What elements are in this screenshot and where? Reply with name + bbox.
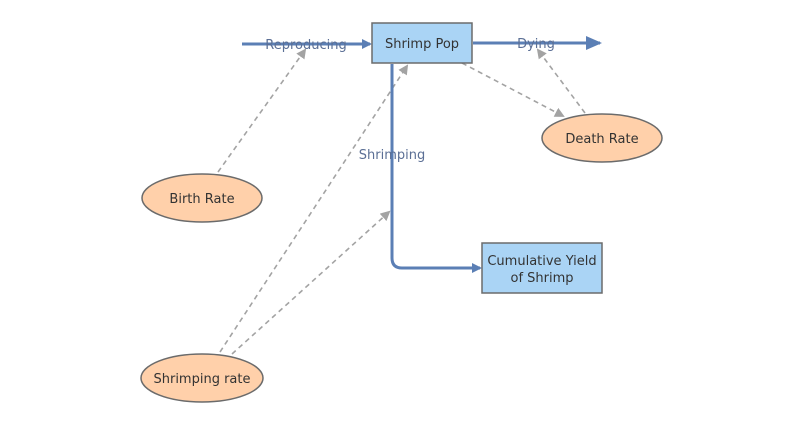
stock-shrimp-pop-label: Shrimp Pop [385, 37, 459, 52]
variable-shrimping-rate[interactable] [140, 353, 264, 403]
flow-dying-label[interactable]: Dying [517, 37, 555, 52]
stock-cumulative-yield-label-line2: of Shrimp [510, 271, 573, 286]
variable-birth-rate[interactable] [141, 173, 263, 223]
flow-shrimping-label[interactable]: Shrimping [359, 148, 425, 163]
link-shrimp-pop-to-death-rate [461, 62, 565, 117]
link-shrimping-rate-to-shrimping [231, 210, 391, 355]
stock-cumulative-yield[interactable] [481, 242, 603, 294]
stock-shrimp-pop[interactable] [371, 22, 473, 64]
stock-cumulative-yield-label-line1: Cumulative Yield [487, 254, 596, 269]
variable-birth-rate-label: Birth Rate [169, 192, 234, 207]
variable-shrimping-rate-label: Shrimping rate [153, 372, 250, 387]
link-shrimping-rate-to-shrimp-pop [219, 64, 409, 353]
flow-shrimping-pipe [390, 64, 482, 273]
link-birth-rate-to-reproducing [217, 48, 307, 173]
variable-death-rate[interactable] [541, 113, 663, 163]
link-death-rate-to-dying [536, 48, 586, 114]
variable-death-rate-label: Death Rate [565, 132, 638, 147]
flow-reproducing-label[interactable]: Reproducing [265, 38, 346, 53]
